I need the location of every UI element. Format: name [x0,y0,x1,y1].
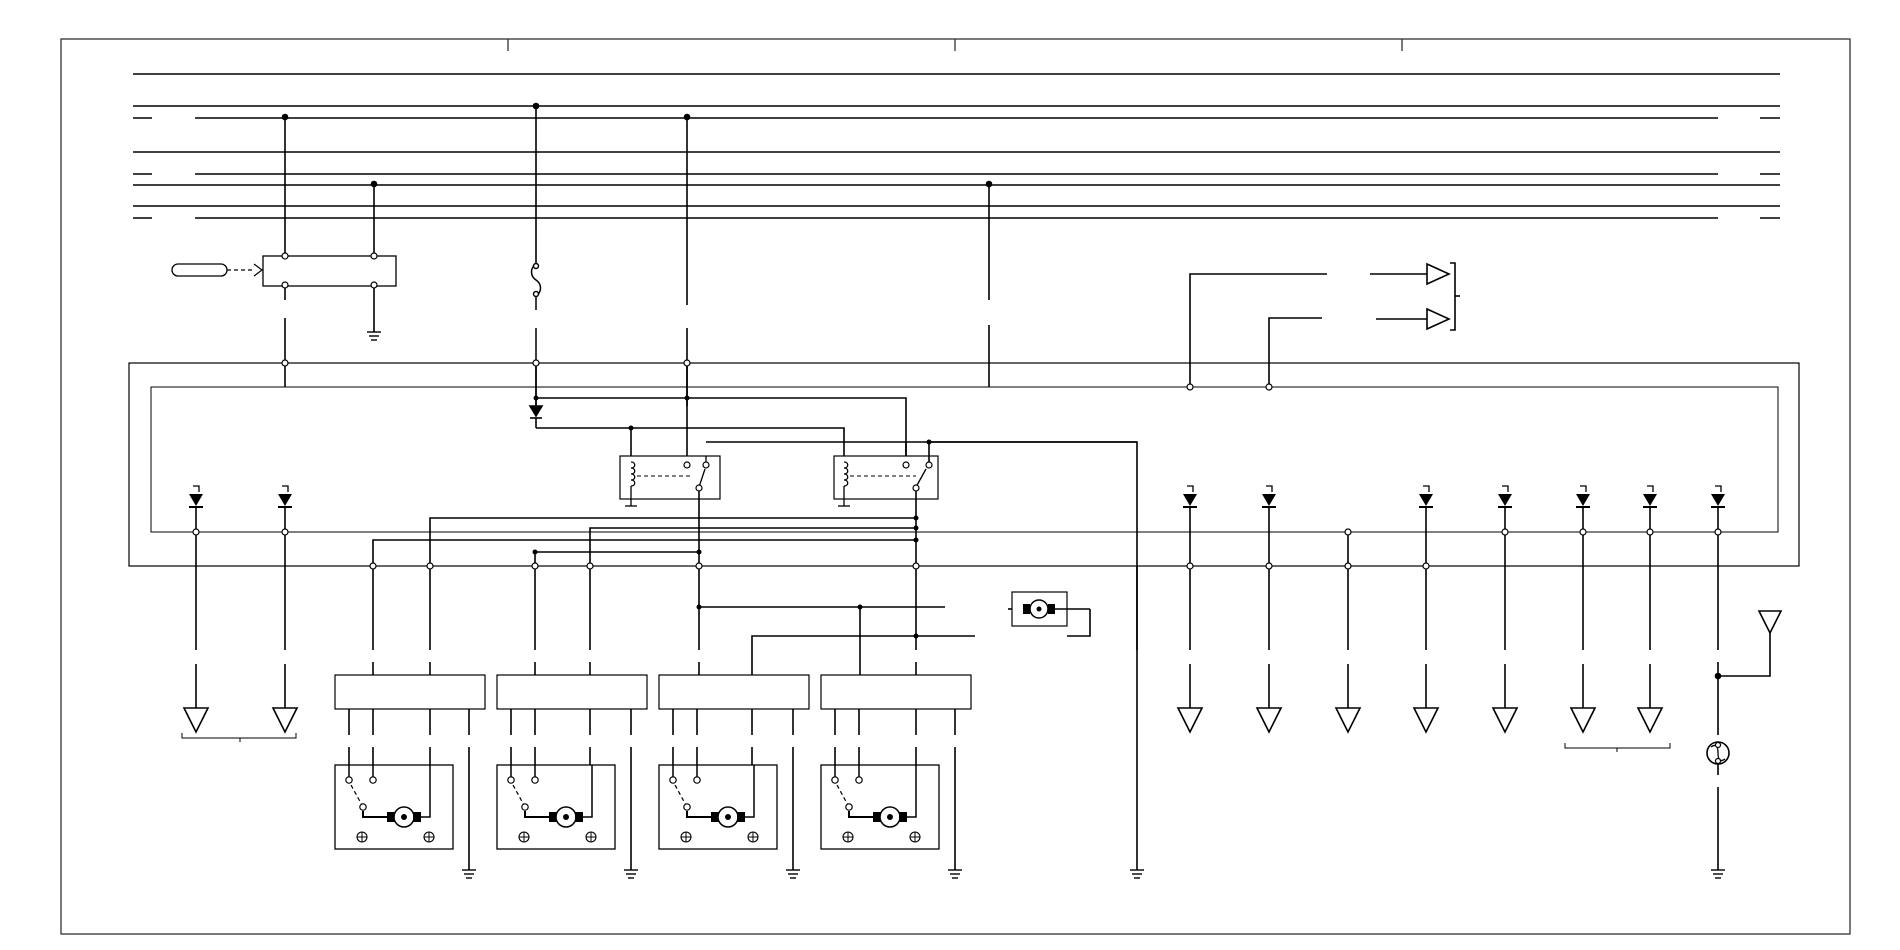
relay-1 [619,455,721,566]
switch-modules [334,674,972,710]
lamp-circuit [1706,535,1783,860]
distribution-junctions [532,515,919,555]
distribution-wires [372,517,916,566]
bus-taps [281,102,993,387]
module-diodes [188,485,1726,508]
remote-signal-section [1189,262,1460,387]
diode-leads [195,507,1719,566]
window-motor-1 [334,764,454,850]
switch-block [171,252,397,387]
relay-ground [1129,566,1145,879]
window-motor-4 [820,764,940,850]
window-motor-2 [496,764,616,850]
module-bottom-connectors [192,528,1722,570]
supply-buses [133,73,1780,219]
right-outputs [1177,535,1671,752]
left-outputs [181,535,298,742]
drawing-frame [60,38,1851,935]
relay-2 [833,441,1137,566]
switch-module-feeds [372,569,917,675]
control-module [128,362,1800,567]
lamp-ground [1710,859,1726,879]
module-top-connectors [281,359,1273,391]
internal-junctions [533,395,932,445]
window-motor-3 [658,764,778,850]
module-junction [1344,528,1352,536]
switch-to-motor-wires [348,709,963,879]
mirror-motor [696,591,1091,639]
